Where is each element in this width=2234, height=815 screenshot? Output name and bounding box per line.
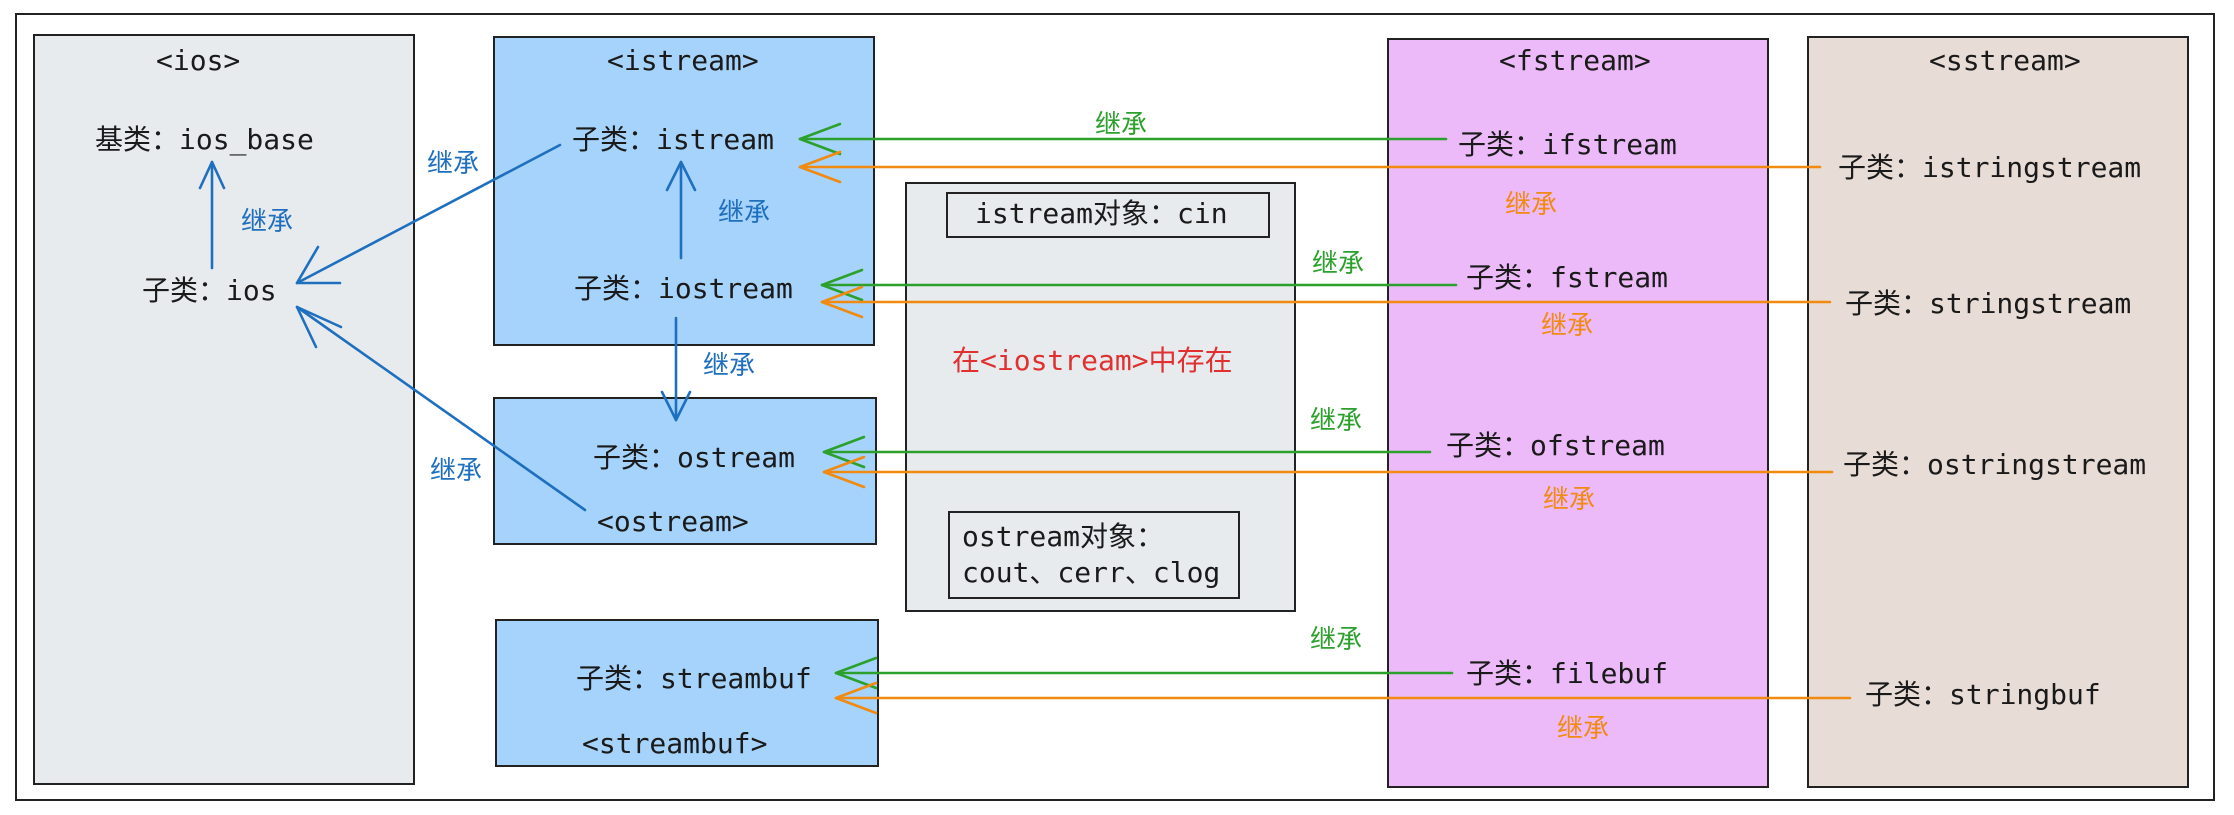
edge-label-ios-to-iosbase: 继承 xyxy=(241,207,294,237)
diagram-frame xyxy=(15,13,2215,801)
ios-panel xyxy=(33,34,415,785)
fstream-title: <fstream> xyxy=(1499,44,1651,77)
ostream-panel xyxy=(493,397,877,545)
arrow-iostream-to-istream xyxy=(665,160,697,260)
edge-label-ofstream: 继承 xyxy=(1310,406,1363,436)
istream-child-label: 子类：istream xyxy=(572,123,775,156)
ios-base-label: 基类：ios_base xyxy=(95,123,314,156)
ios-title: <ios> xyxy=(156,44,241,77)
edge-label-filebuf: 继承 xyxy=(1310,625,1363,655)
arrow-ostream-to-ios xyxy=(295,305,587,512)
cin-box xyxy=(946,192,1270,238)
arrow-istringstream-to-istream xyxy=(798,150,1822,184)
ifstream-label: 子类：ifstream xyxy=(1458,128,1677,161)
ostringstream-label: 子类：ostringstream xyxy=(1843,448,2147,481)
streambuf-title: <streambuf> xyxy=(582,727,768,760)
fstream-child-label: 子类：fstream xyxy=(1466,261,1669,294)
ostream-title: <ostream> xyxy=(597,505,749,538)
exists-note: 在<iostream>中存在 xyxy=(952,344,1233,377)
arrow-stringstream-to-iostream xyxy=(820,285,1832,319)
streambuf-child-label: 子类：streambuf xyxy=(576,662,812,695)
arrow-filebuf-to-streambuf xyxy=(834,656,1454,690)
edge-label-ifstream: 继承 xyxy=(1095,110,1148,140)
arrow-iostream-to-ostream xyxy=(660,316,692,422)
sstream-panel xyxy=(1807,36,2189,788)
edge-label-fstream: 继承 xyxy=(1312,249,1365,279)
edge-label-iostream-to-ostream: 继承 xyxy=(703,351,756,381)
edge-label-istringstream: 继承 xyxy=(1505,190,1558,220)
filebuf-label: 子类：filebuf xyxy=(1466,657,1669,690)
arrow-istream-to-ios xyxy=(295,143,562,285)
arrow-ifstream-to-istream xyxy=(798,122,1448,156)
stringbuf-label: 子类：stringbuf xyxy=(1865,678,2101,711)
istream-panel xyxy=(493,36,875,346)
stringstream-label: 子类：stringstream xyxy=(1845,287,2132,320)
edge-label-istream-to-ios: 继承 xyxy=(427,149,480,179)
arrow-stringbuf-to-streambuf xyxy=(834,681,1852,715)
iostream-child-label: 子类：iostream xyxy=(574,272,793,305)
arrow-ostringstream-to-ostream xyxy=(822,455,1834,489)
streambuf-panel xyxy=(495,619,879,767)
edge-label-ostringstream: 继承 xyxy=(1543,485,1596,515)
edge-label-iostream-to-istream: 继承 xyxy=(718,198,771,228)
arrow-fstream-to-iostream xyxy=(820,268,1458,302)
istream-title: <istream> xyxy=(607,44,759,77)
arrow-ofstream-to-ostream xyxy=(822,435,1432,469)
sstream-title: <sstream> xyxy=(1929,44,2081,77)
edge-label-stringstream: 继承 xyxy=(1541,311,1594,341)
ostream-objects-box xyxy=(948,511,1240,599)
istringstream-label: 子类：istringstream xyxy=(1838,151,2142,184)
cin-label: istream对象：cin xyxy=(975,197,1228,230)
fstream-panel xyxy=(1387,38,1769,788)
ostream-objects-line2: cout、cerr、clog xyxy=(962,556,1221,589)
ofstream-label: 子类：ofstream xyxy=(1446,429,1665,462)
edge-label-stringbuf: 继承 xyxy=(1557,714,1610,744)
ostream-objects-line1: ostream对象： xyxy=(962,520,1165,553)
arrow-ios-to-iosbase xyxy=(198,160,226,270)
edge-label-ostream-to-ios: 继承 xyxy=(430,456,483,486)
ostream-child-label: 子类：ostream xyxy=(593,441,796,474)
ios-child-label: 子类：ios xyxy=(142,274,277,307)
